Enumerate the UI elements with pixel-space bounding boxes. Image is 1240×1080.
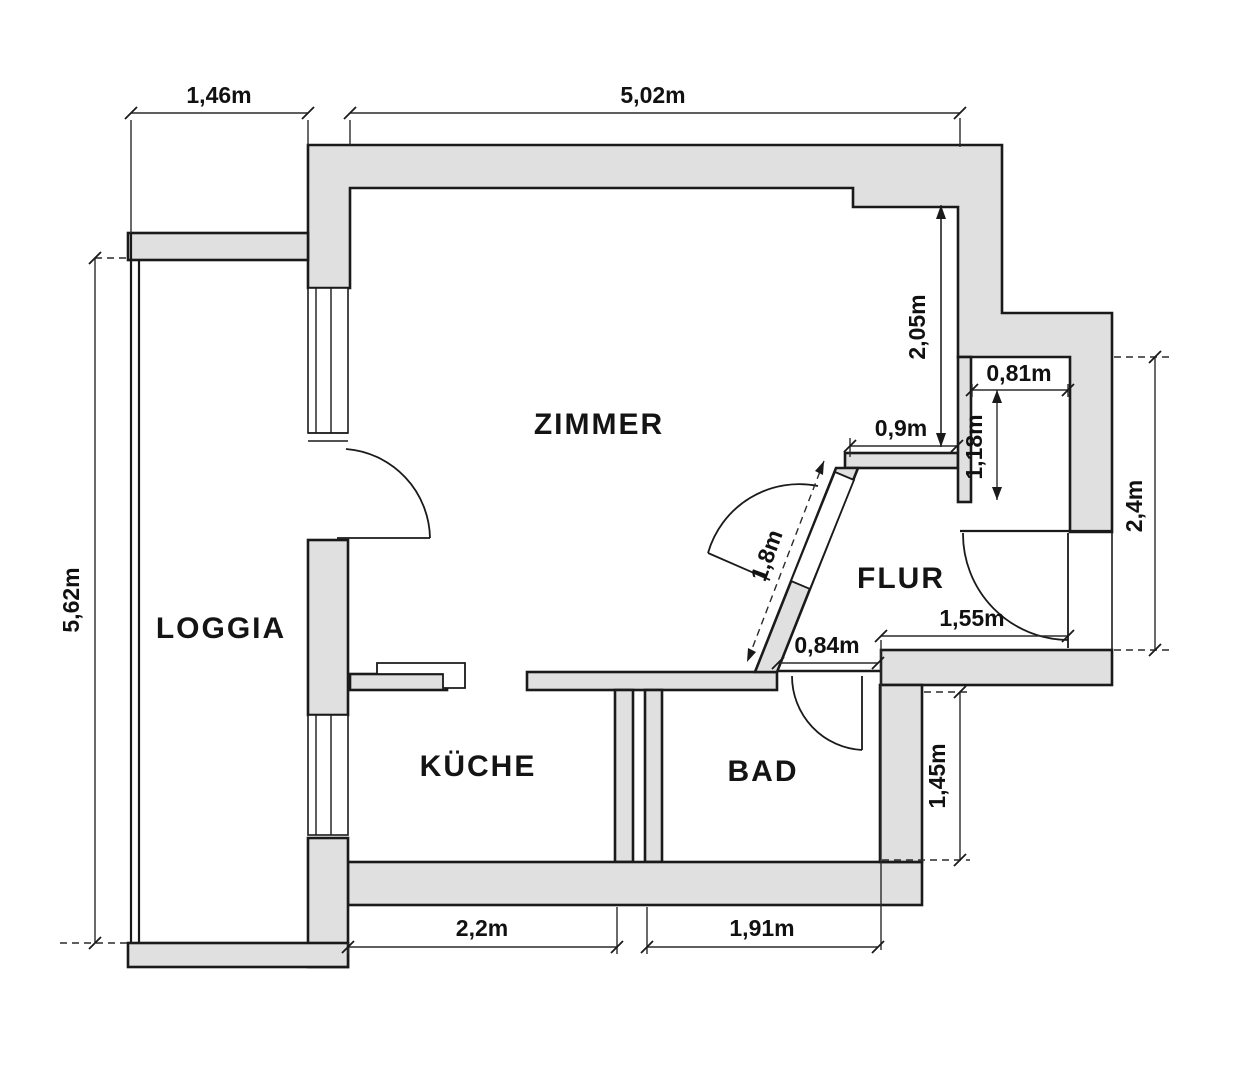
loggia-top-wall xyxy=(126,231,310,262)
dim-label: 5,62m xyxy=(58,567,84,632)
zimmer-flur-door xyxy=(707,470,856,591)
room-label-loggia: LOGGIA xyxy=(156,612,286,645)
dim-bad-door: 0,84m xyxy=(771,632,885,670)
dim-kueche-width: 2,2m xyxy=(341,907,624,954)
kueche-bad-wall-right xyxy=(643,688,664,864)
dim-label: 0,84m xyxy=(794,632,859,658)
bad-door xyxy=(791,675,863,751)
bad-top-wall xyxy=(525,670,779,692)
room-labels: ZIMMER LOGGIA KÜCHE BAD FLUR xyxy=(156,408,945,788)
dim-label: 0,9m xyxy=(875,415,927,441)
dim-label: 2,05m xyxy=(904,294,930,359)
windows xyxy=(307,287,349,836)
kueche-partition-wall xyxy=(348,672,449,692)
outer-wall-top-right xyxy=(306,143,1114,534)
dim-label: 1,55m xyxy=(939,605,1004,631)
kueche-bad-wall-left xyxy=(613,688,635,864)
dim-flur-right-height: 2,4m xyxy=(1114,350,1172,657)
south-bottom-wall xyxy=(346,860,924,907)
walls xyxy=(126,143,1114,969)
doors xyxy=(337,448,1069,751)
dim-label: 0,81m xyxy=(986,360,1051,386)
dim-label: 1,46m xyxy=(186,82,251,108)
dim-niche-width: 0,81m xyxy=(965,360,1075,397)
flur-south-wall xyxy=(879,648,1114,687)
dim-label: 5,02m xyxy=(620,82,685,108)
loggia-bottom-wall xyxy=(126,941,350,969)
flur-entry-door xyxy=(962,532,1069,648)
kueche-loggia-window xyxy=(307,714,349,836)
dim-label: 1,91m xyxy=(729,915,794,941)
dim-flur-width: 1,55m xyxy=(874,605,1075,950)
loggia-divider-wall-mid xyxy=(306,538,350,717)
dim-zimmer-right: 2,05m xyxy=(904,205,946,447)
kueche-counter xyxy=(376,662,466,689)
room-label-flur: FLUR xyxy=(857,562,945,595)
dimension-lines: 1,46m 5,02m 5,62m 2,05m 0,81m xyxy=(58,82,1172,954)
dim-label: 1,8m xyxy=(745,526,787,584)
flur-top-wall xyxy=(843,451,960,470)
room-label-zimmer: ZIMMER xyxy=(534,408,664,441)
dim-niche-depth: 1,18m xyxy=(961,390,1002,500)
dim-label: 1,45m xyxy=(924,743,950,808)
dim-loggia-height: 5,62m xyxy=(58,251,131,950)
bad-right-wall xyxy=(878,683,924,864)
dim-bad-width: 1,91m xyxy=(640,907,885,954)
dim-label: 1,18m xyxy=(961,414,987,479)
dim-bad-height: 1,45m xyxy=(882,685,970,867)
dim-zimmer-width: 5,02m xyxy=(343,82,967,147)
dim-label: 2,2m xyxy=(456,915,508,941)
dim-flur-opening: 0,9m xyxy=(843,415,964,457)
zimmer-loggia-window xyxy=(307,287,349,442)
dim-loggia-width: 1,46m xyxy=(124,82,315,233)
room-label-bad: BAD xyxy=(728,755,799,788)
room-label-kueche: KÜCHE xyxy=(420,750,537,783)
dim-label: 2,4m xyxy=(1121,480,1147,532)
loggia-parapet xyxy=(129,233,141,943)
balcony-door xyxy=(337,448,431,539)
